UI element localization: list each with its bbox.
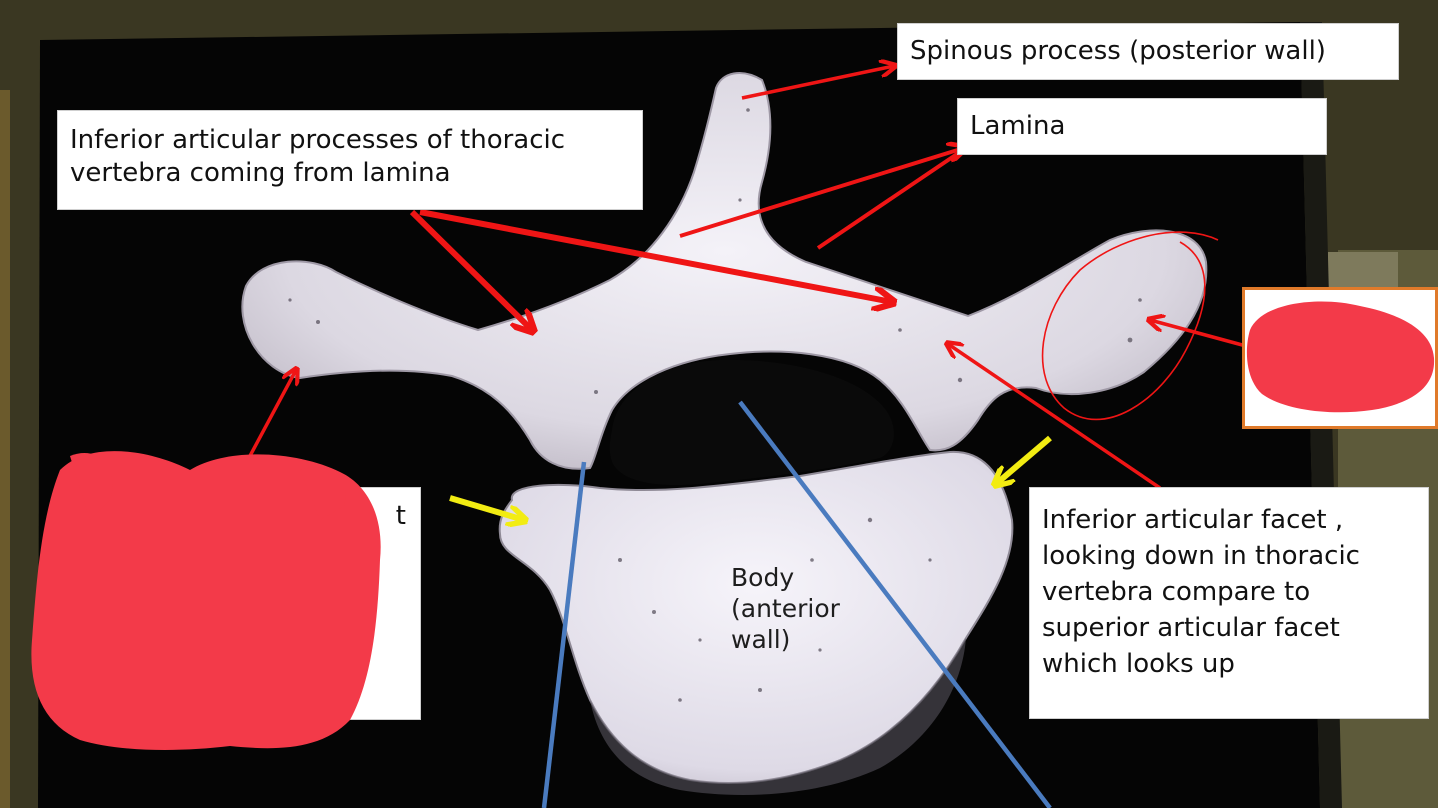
vertebra-body-rim (590, 638, 966, 795)
vertebral-foramen (609, 359, 894, 486)
blue-lines (541, 400, 1052, 808)
label-lamina: Lamina (957, 98, 1327, 155)
hand-drawn-circle (1041, 231, 1219, 421)
label-inferior-articular-facet: Inferior articular facet , looking down … (1029, 487, 1429, 719)
label-spinous-process: Spinous process (posterior wall) (897, 23, 1399, 80)
label-right-obscured (1242, 287, 1438, 429)
blue-line-right (738, 400, 1052, 808)
light-switch (1328, 252, 1398, 288)
bone-speckles (288, 108, 1142, 702)
arrow-spinous (741, 66, 894, 100)
yellow-arrow-right (996, 435, 1052, 484)
arrow-lamina-2 (816, 150, 962, 250)
blue-line-left (541, 461, 587, 808)
label-inferior-articular-processes: Inferior articular processes of thoracic… (57, 110, 643, 210)
label-body: Body (anterior wall) (731, 563, 840, 654)
arrow-right-box (1150, 320, 1247, 348)
yellow-arrow-left (449, 495, 524, 520)
arrow-inferior-facet (948, 344, 1161, 490)
label-left-obscured: t (56, 487, 421, 720)
arrow-inferior-proc-right (419, 209, 892, 302)
arrow-inferior-proc-left (409, 209, 532, 330)
wall-left-edge (0, 90, 10, 808)
red-arrows (234, 66, 1247, 490)
yellow-arrows (449, 435, 1052, 520)
arrow-lamina-1 (679, 148, 964, 238)
